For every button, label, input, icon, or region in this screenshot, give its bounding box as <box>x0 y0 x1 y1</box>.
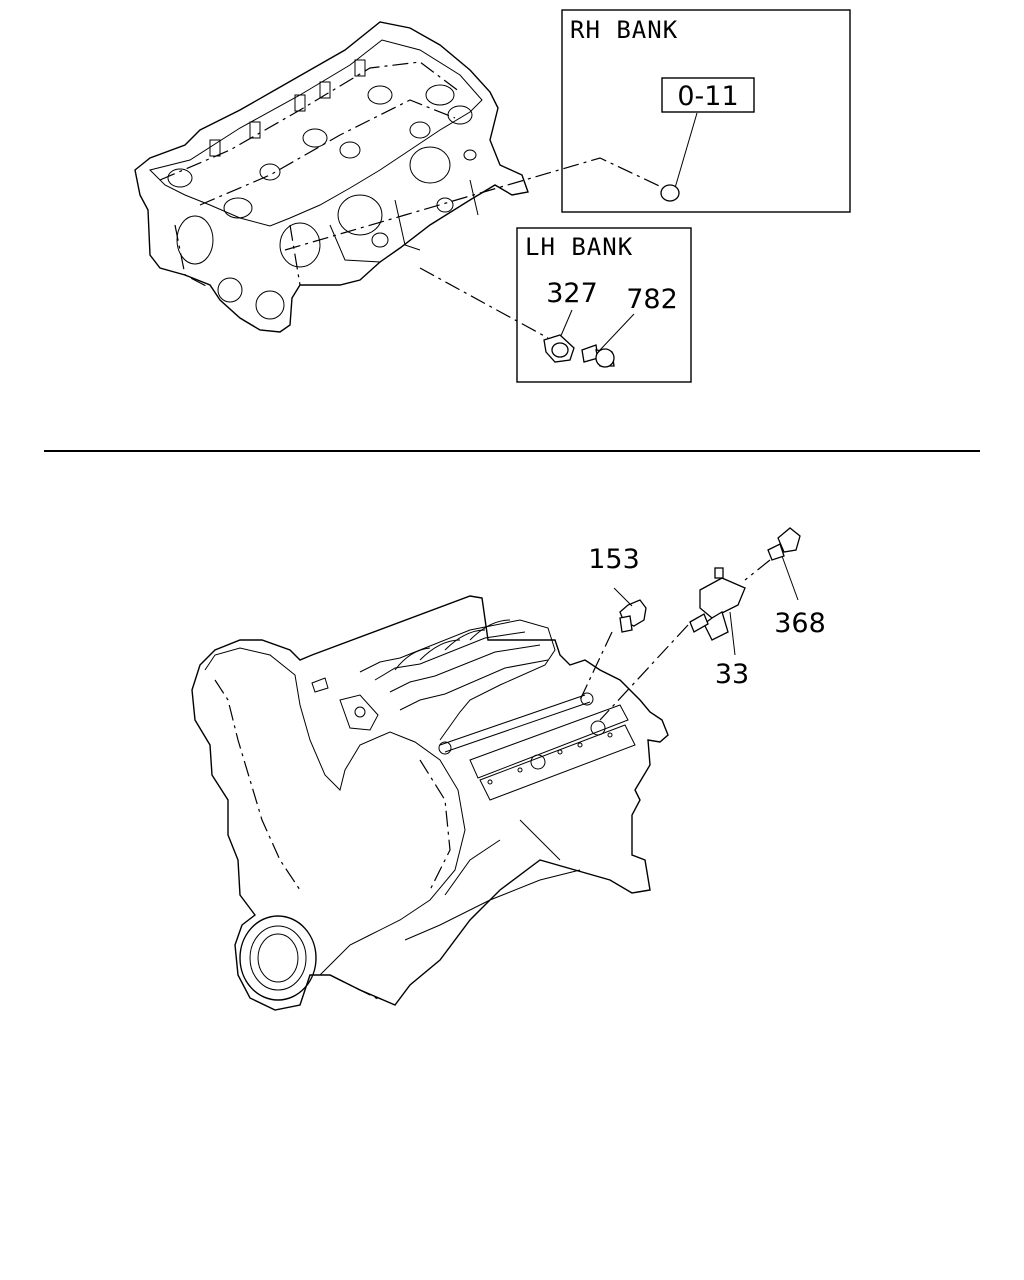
rh-bank-box: RH BANK 0-11 <box>561 9 851 213</box>
lh-leader-line <box>419 267 549 339</box>
cylinder-head-drawing <box>134 21 529 333</box>
ref-code-frame <box>661 77 755 113</box>
part-782-bolt <box>581 344 615 368</box>
ref-code-label: 0-11 <box>677 81 738 112</box>
lh-bank-title: LH BANK <box>525 233 633 261</box>
callout-368: 368 <box>774 608 826 639</box>
callout-782: 782 <box>626 284 678 315</box>
callout-327: 327 <box>546 278 598 309</box>
engine-drawing <box>191 595 669 1011</box>
rh-bank-title: RH BANK <box>570 16 678 44</box>
part-368-bolt <box>767 527 801 601</box>
crank-pulley <box>239 915 317 1001</box>
leader-368 <box>744 559 771 581</box>
part-153-plug <box>613 587 647 633</box>
leader-153 <box>579 631 613 701</box>
rh-leader-line <box>284 157 673 251</box>
part-327-sensor <box>543 334 575 363</box>
leader-33 <box>599 624 689 721</box>
part-33-sensor <box>689 567 746 656</box>
callout-33: 33 <box>715 659 749 690</box>
lh-bank-box: LH BANK 327 782 <box>516 227 692 383</box>
rh-plug-part <box>660 184 680 202</box>
callout-153: 153 <box>588 544 640 575</box>
